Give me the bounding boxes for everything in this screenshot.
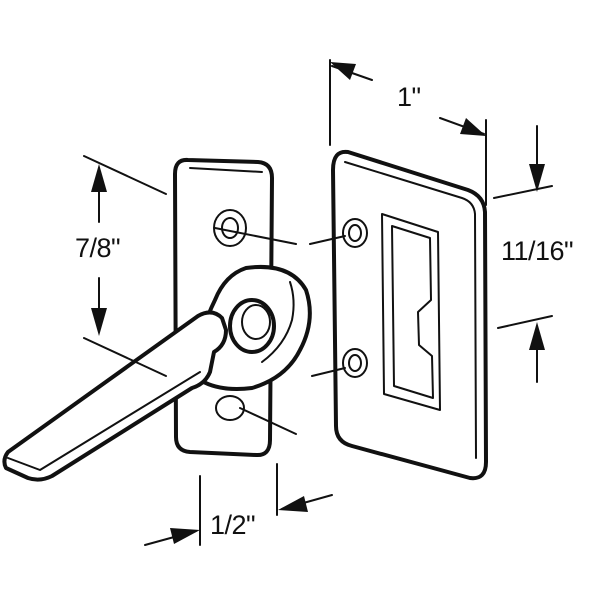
- lock-hole-spacing-label: 7/8": [75, 233, 121, 263]
- keeper-width-label: 1": [397, 82, 421, 112]
- lock-width-label: 1/2": [210, 510, 256, 540]
- lock-lever: [2, 265, 312, 482]
- keeper-hole-spacing-label: 11/16": [501, 236, 574, 266]
- dimension-lines: [83, 59, 553, 546]
- keeper-plate: [331, 149, 488, 481]
